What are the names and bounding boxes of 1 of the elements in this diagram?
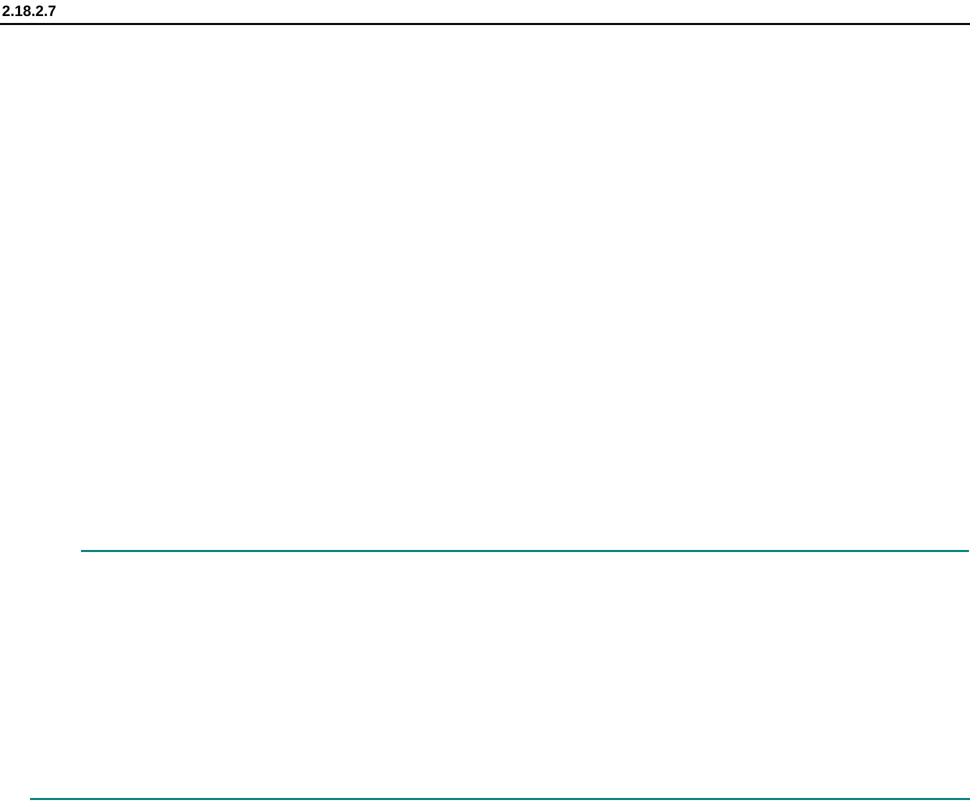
section-number-heading: 2.18.2.7 [2,3,56,21]
